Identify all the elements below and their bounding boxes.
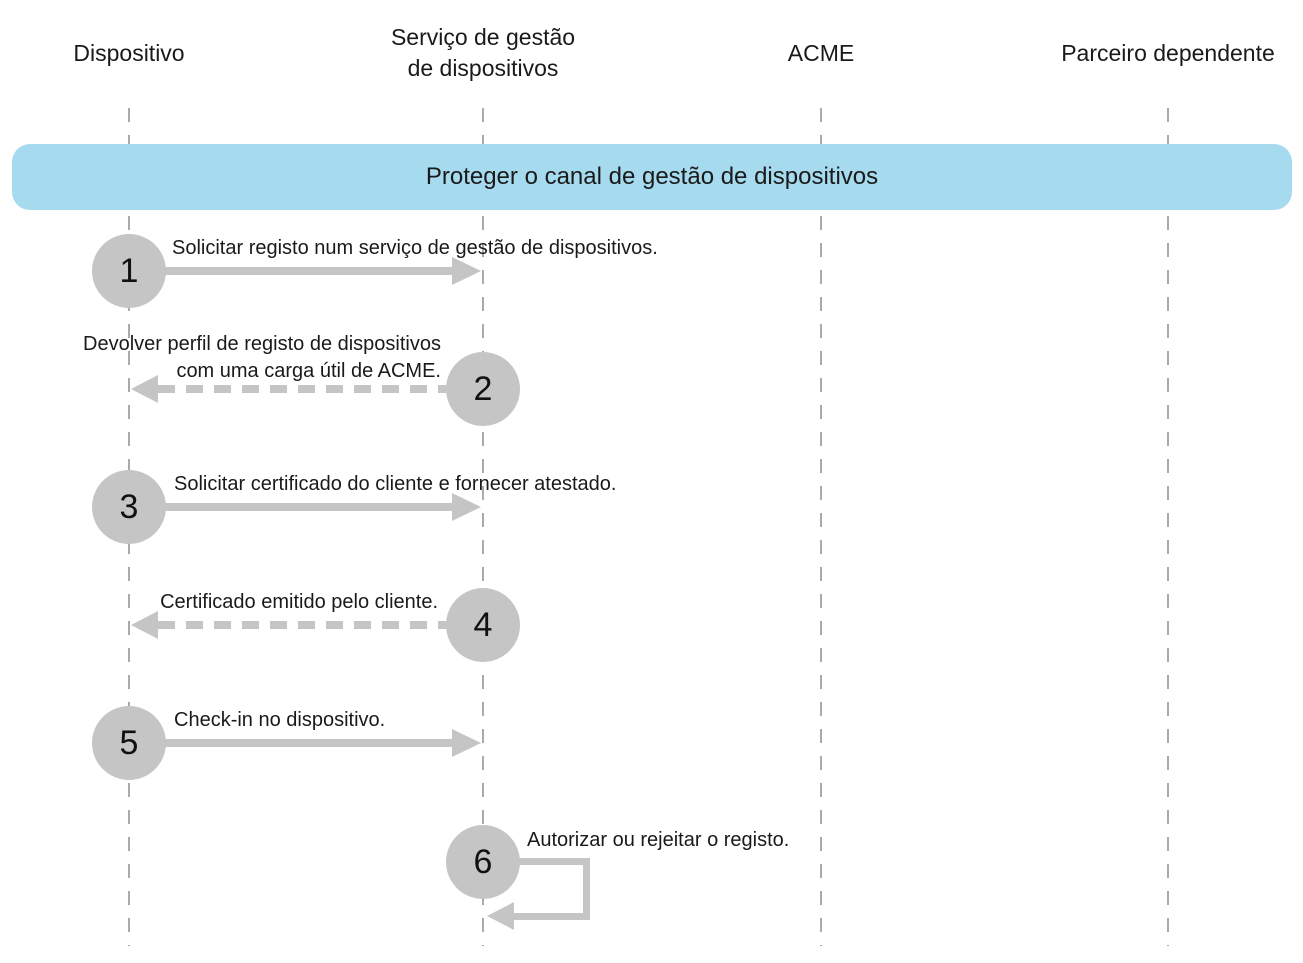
step-2-label: Devolver perfil de registo de dispositiv…: [41, 331, 441, 385]
step-3-arrow-line: [160, 503, 452, 511]
step-2-label-line2: com uma carga útil de ACME.: [176, 360, 441, 382]
actor-label-acme: ACME: [787, 40, 855, 66]
actor-label-servico-gestao: Serviço de gestão de dispositivos: [390, 24, 576, 81]
step-2-arrowhead-left-icon: [131, 375, 158, 403]
step-5-arrow-line: [160, 739, 452, 747]
lifeline-servico-gestao: [482, 108, 484, 946]
step-1-label: Solicitar registo num serviço de gestão …: [172, 237, 658, 259]
step-4-arrow-line: [158, 621, 446, 629]
step-3-label: Solicitar certificado do cliente e forne…: [174, 473, 617, 495]
step-2-number-badge: 2: [446, 352, 520, 426]
step-4-arrowhead-left-icon: [131, 611, 158, 639]
step-1-number-badge: 1: [92, 234, 166, 308]
phase-banner-label: Proteger o canal de gestão de dispositiv…: [425, 163, 879, 190]
lifeline-acme: [820, 108, 822, 946]
phase-banner: Proteger o canal de gestão de dispositiv…: [12, 144, 1292, 210]
step-3-arrowhead-right-icon: [452, 493, 481, 521]
step-6-arrowhead-left-icon: [487, 902, 514, 930]
step-3-number-badge: 3: [92, 470, 166, 544]
step-5-arrowhead-right-icon: [452, 729, 481, 757]
step-2-arrow-line: [158, 385, 446, 393]
step-2-label-line1: Devolver perfil de registo de dispositiv…: [83, 333, 441, 355]
step-6-label: Autorizar ou rejeitar o registo.: [527, 829, 790, 851]
step-5-number-badge: 5: [92, 706, 166, 780]
actor-label-parceiro-dependente: Parceiro dependente: [1061, 40, 1275, 66]
step-4-label: Certificado emitido pelo cliente.: [160, 591, 438, 613]
step-5-label: Check-in no dispositivo.: [174, 709, 386, 731]
step-6-self-loop-line: [509, 858, 590, 920]
step-1-arrowhead-right-icon: [452, 257, 481, 285]
step-6-number-badge: 6: [446, 825, 520, 899]
actor-label-dispositivo: Dispositivo: [73, 40, 185, 66]
step-4-number-badge: 4: [446, 588, 520, 662]
step-1-arrow-line: [160, 267, 452, 275]
lifeline-parceiro-dependente: [1167, 108, 1169, 946]
